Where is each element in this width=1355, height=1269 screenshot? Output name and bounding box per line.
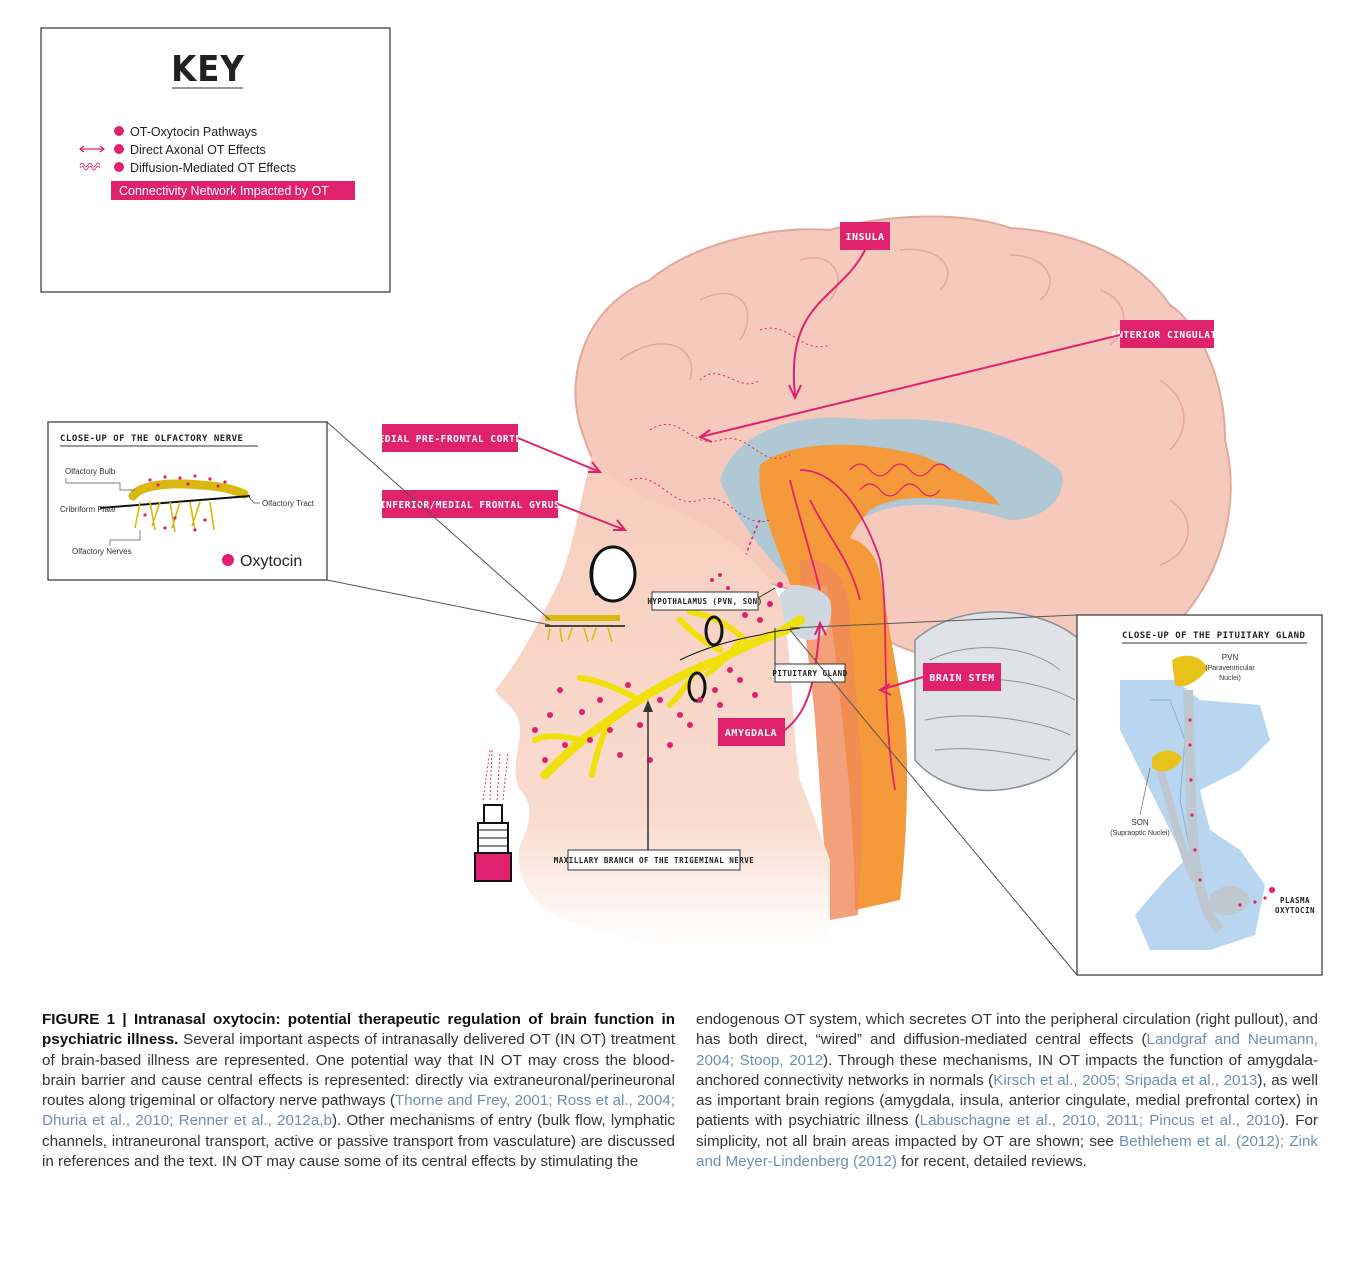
pvn-label: PVN [1222,653,1239,662]
olfactory-title: CLOSE-UP OF THE OLFACTORY NERVE [60,434,243,444]
key-title: KEY [171,49,245,90]
caption-right: endogenous OT system, which secretes OT … [696,1010,1318,1172]
svg-text:PITUITARY GLAND: PITUITARY GLAND [772,669,847,678]
key-box: KEY OT-Oxytocin Pathways Direct Axonal O… [41,28,390,292]
oxytocin-legend: Oxytocin [240,553,302,570]
pituitary-title: CLOSE-UP OF THE PITUITARY GLAND [1122,631,1306,641]
plasma-label-2: OXYTOCIN [1275,906,1315,915]
pvn-sublabel-1: (Paraventricular [1205,665,1255,672]
olfactory-bulb-label: Olfactory Bulb [65,467,116,476]
svg-text:INFERIOR/MEDIAL FRONTAL GYRUS: INFERIOR/MEDIAL FRONTAL GYRUS [380,500,560,511]
svg-text:INSULA: INSULA [845,232,884,243]
svg-text:AMYGDALA: AMYGDALA [725,728,777,739]
son-sublabel: (Supraoptic Nuclei) [1110,830,1170,837]
caption-text: for recent, detailed reviews. [897,1153,1087,1170]
svg-text:MEDIAL PRE-FRONTAL CORTEX: MEDIAL PRE-FRONTAL CORTEX [372,434,528,445]
cerebellum [915,612,1094,791]
pituitary-closeup-box: CLOSE-UP OF THE PITUITARY GLAND PVN (Par… [1077,615,1322,975]
caption-left: FIGURE 1 | Intranasal oxytocin: potentia… [42,1010,675,1172]
pvn-sublabel-2: Nuclei) [1219,675,1241,682]
caption-citation[interactable]: Labuschagne et al., 2010, 2011; Pincus e… [920,1112,1280,1129]
svg-text:HYPOTHALAMUS (PVN, SON): HYPOTHALAMUS (PVN, SON) [647,597,762,606]
son-label: SON [1131,818,1149,827]
figure-illustration: KEY OT-Oxytocin Pathways Direct Axonal O… [0,0,1355,1000]
olfactory-tract-label: Olfactory Tract [262,499,315,508]
olfactory-closeup-box: CLOSE-UP OF THE OLFACTORY NERVE Olfactor… [48,422,327,580]
key-item-axonal: Direct Axonal OT Effects [130,143,266,157]
svg-text:MAXILLARY BRANCH OF THE TRIGEM: MAXILLARY BRANCH OF THE TRIGEMINAL NERVE [554,856,755,865]
eye-icon [591,547,635,601]
olfactory-nerves-label: Olfactory Nerves [72,547,132,556]
svg-text:BRAIN STEM: BRAIN STEM [929,673,994,684]
label-medial-prefrontal: MEDIAL PRE-FRONTAL CORTEX [372,424,600,472]
key-network-label: Connectivity Network Impacted by OT [119,184,329,198]
cribriform-label: Cribriform Plate [60,505,116,514]
key-item-diffusion: Diffusion-Mediated OT Effects [130,161,296,175]
caption-citation[interactable]: Kirsch et al., 2005; Sripada et al., 201… [993,1072,1257,1089]
svg-text:ANTERIOR CINGULATE: ANTERIOR CINGULATE [1111,330,1223,341]
key-item-pathways: OT-Oxytocin Pathways [130,125,257,139]
plasma-label-1: PLASMA [1280,896,1310,905]
nasal-spray-icon [475,750,511,881]
